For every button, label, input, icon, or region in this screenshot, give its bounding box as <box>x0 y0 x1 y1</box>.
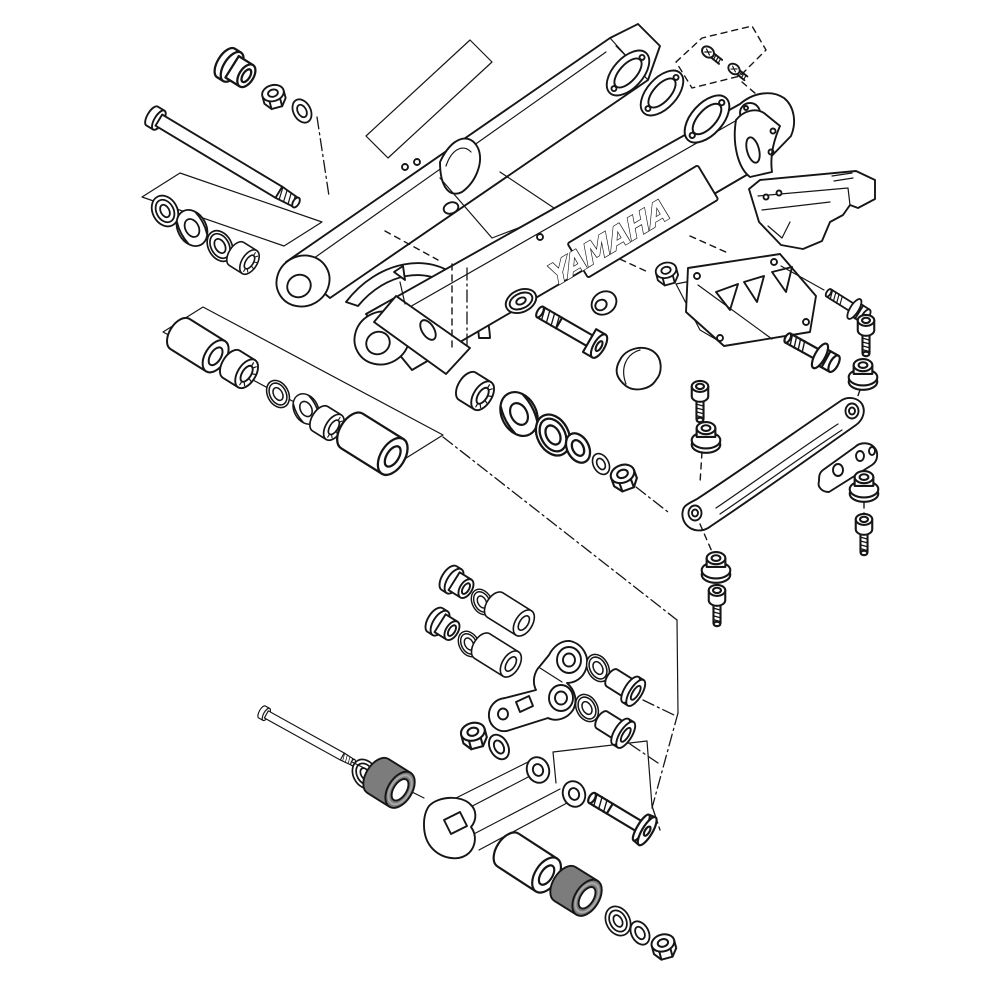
leader-washer <box>316 116 330 197</box>
breather-pin <box>393 265 406 305</box>
pivot-boss-far <box>275 254 331 308</box>
center-bolt-cluster <box>450 283 662 495</box>
washer <box>287 95 317 127</box>
guide-bracket <box>685 253 817 347</box>
washer <box>484 730 514 764</box>
reference-lines <box>141 39 679 831</box>
cover-cluster <box>597 25 767 152</box>
flange-nut <box>653 259 681 288</box>
link-bolt <box>255 704 359 770</box>
flange-bolt <box>777 323 846 379</box>
rubber-grommet <box>847 358 879 391</box>
centerline-link-bolt <box>651 712 679 831</box>
needle-bearing <box>450 366 500 416</box>
swingarm: YAMAHA <box>275 23 796 375</box>
connecting-rod-cluster <box>255 704 680 963</box>
slider-mount-plate <box>373 295 471 375</box>
centerline-bushings <box>629 699 677 764</box>
socket-screw <box>856 313 876 358</box>
chain-damper <box>615 346 662 391</box>
support-arm <box>681 396 865 532</box>
lock-nut <box>457 719 490 752</box>
socket-screw <box>690 379 710 424</box>
countersunk-bolt <box>580 781 662 849</box>
rubber-grommet <box>848 470 880 503</box>
socket-screw <box>854 512 874 557</box>
hex-nut <box>607 460 641 495</box>
washer <box>588 449 614 479</box>
swingarm-near-arm <box>365 92 796 371</box>
chain-guide-block <box>748 170 876 250</box>
blank-label-flag <box>365 39 493 159</box>
centerline-relay <box>442 436 678 621</box>
rubber-grommet <box>700 551 732 584</box>
support-arm-cluster <box>681 313 880 628</box>
relay-arm-cluster <box>420 561 650 764</box>
oil-seal <box>261 375 295 413</box>
group-box-pivot-seals <box>141 172 323 247</box>
cross-member-hole <box>442 201 460 215</box>
flanged-collar <box>208 43 263 95</box>
screw-group-box <box>675 25 767 89</box>
hex-nut <box>259 81 289 112</box>
swingarm-gusset-fin <box>439 137 481 195</box>
lock-nut <box>648 930 680 963</box>
bearing <box>599 901 637 941</box>
group-box-relay-edge <box>676 619 679 714</box>
socket-screw <box>707 583 727 628</box>
cover-screw <box>698 43 725 67</box>
rubber-grommet <box>690 421 722 454</box>
guide-bracket-cluster <box>653 253 876 379</box>
centerline-pivot-row <box>635 486 669 513</box>
cover-screw <box>725 60 750 84</box>
